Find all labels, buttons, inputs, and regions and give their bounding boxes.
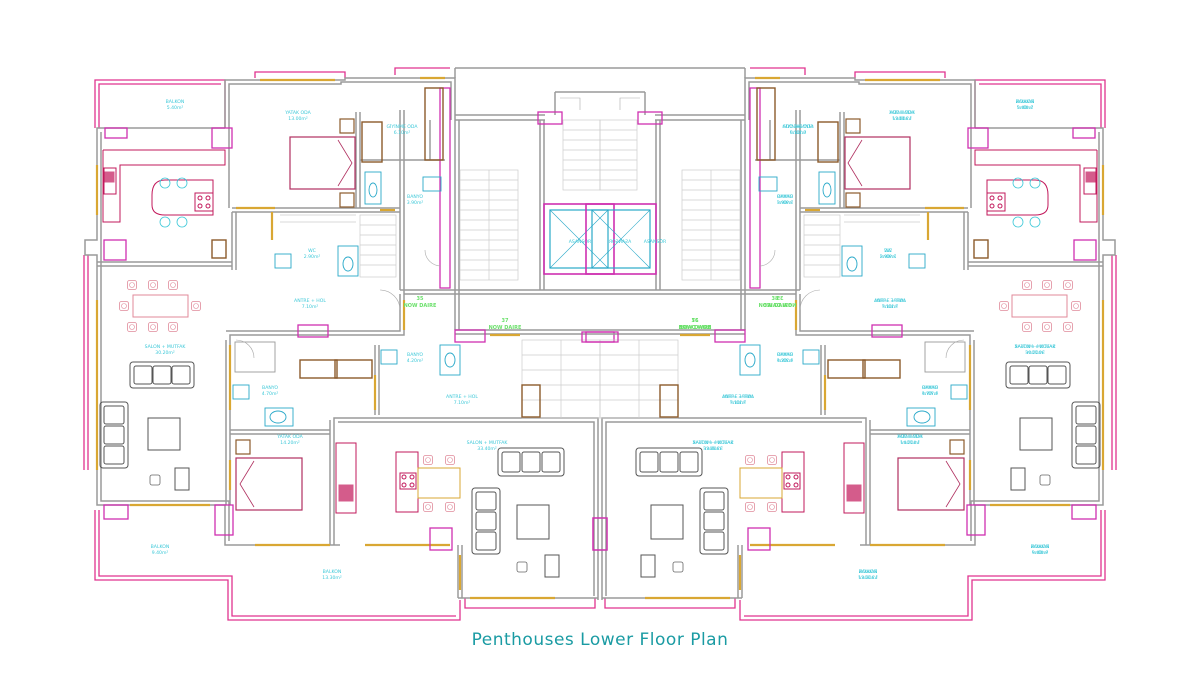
room-label-giyinme: GİYİNME ODA — [386, 123, 418, 130]
bar-stools — [159, 177, 188, 228]
unit-text-37: NOW DAIRE — [489, 325, 522, 331]
room-area-wc: 2.90m² — [304, 254, 321, 260]
room-label-banyo-side-r: BANYO — [922, 385, 938, 391]
room-area-salon-mid-r: 33.40m² — [703, 446, 723, 452]
unit-number-38: 38 — [772, 296, 779, 302]
living-furniture — [99, 361, 565, 578]
room-label-antre-mid-r: ANTRE + HOL — [722, 394, 754, 400]
room-label-banyo-side: BANYO — [262, 385, 278, 391]
room-area-giyinme: 6.10m² — [394, 130, 411, 136]
room-label-balkon-mid: BALKON — [323, 569, 342, 575]
room-label-yatak-mid-r: YATAK ODA — [896, 434, 923, 440]
room-area-salon-mid: 33.40m² — [477, 446, 497, 452]
column-markers — [103, 87, 615, 551]
unit-text-35: NOW DAIRE — [404, 303, 437, 309]
room-area-banyo-top-r: 3.90m² — [777, 200, 794, 206]
room-label-asansor: ASANSÖR — [569, 238, 592, 245]
room-label-antre-mid: ANTRE + HOL — [446, 394, 478, 400]
room-label-antre-top-r: ANTRE + HOL — [874, 298, 906, 304]
balcony-outlines — [83, 67, 596, 621]
room-area-balkon-mid-r: 13.30m² — [858, 575, 878, 581]
room-area-banyo-top: 3.90m² — [407, 200, 424, 206]
unit-number-37: 37 — [502, 318, 509, 324]
room-area-giyinme-r: 6.10m² — [790, 130, 807, 136]
room-label-banyo-top: BANYO — [407, 194, 423, 200]
room-label-balkon-side: BALKON — [151, 544, 170, 550]
room-area-salon-side: 30.20m² — [155, 350, 175, 356]
plan-caption: Penthouses Lower Floor Plan — [471, 630, 729, 650]
sanitary-fixtures — [232, 171, 461, 427]
room-area-balkon-side: 9.40m² — [152, 550, 169, 556]
room-area-salon-side-r: 30.20m² — [1025, 350, 1045, 356]
room-area-banyo-side-r: 4.70m² — [922, 391, 939, 397]
room-label-yatak-mid: YATAK ODA — [276, 434, 303, 440]
room-label-balkon-top: BALKON — [166, 99, 185, 105]
dining-table-left — [119, 280, 461, 512]
left-wing-plan: BALKON 5.40m² YATAK ODA 13.00m² GİYİNME … — [83, 67, 615, 621]
room-area-antre-top: 7.10m² — [302, 304, 319, 310]
wardrobes — [211, 87, 541, 418]
room-label-salon-mid-r: SALON + MUTFAK — [693, 440, 735, 446]
room-label-salon-side: SALON + MUTFAK — [145, 344, 187, 350]
room-label-banyo-mid: BANYO — [407, 352, 423, 358]
room-label-antre-top: ANTRE + HOL — [294, 298, 326, 304]
right-wing-plan — [265, 68, 1116, 620]
room-area-antre-mid-r: 7.10m² — [730, 400, 747, 406]
room-label-balkon-top-r: BALKON — [1016, 99, 1035, 105]
room-area-yatak-top: 13.00m² — [288, 116, 308, 122]
room-label-wc-r: WC — [884, 248, 892, 254]
room-area-wc-r: 2.90m² — [880, 254, 897, 260]
room-label-asansor-r: ASANSÖR — [644, 238, 667, 245]
room-area-yatak-mid: 14.20m² — [280, 440, 300, 446]
room-label-balkon-mid-r: BALKON — [859, 569, 878, 575]
room-area-balkon-top: 5.40m² — [167, 105, 184, 111]
room-area-banyo-mid-r: 4.20m² — [777, 358, 794, 364]
room-label-yatak-top-r: YATAK ODA — [888, 110, 915, 116]
room-area-balkon-side-r: 9.40m² — [1032, 550, 1049, 556]
room-area-yatak-top-r: 13.00m² — [892, 116, 912, 122]
unit-text-38: NOW DAIRE — [759, 303, 792, 309]
unit-text-36: NOW DAIRE — [679, 325, 712, 331]
unit-number-35: 35 — [417, 296, 424, 302]
room-area-balkon-mid: 13.30m² — [322, 575, 342, 581]
room-labels-right: BALKON 5.40m² YATAK ODA 13.00m² GİYİNME … — [644, 99, 1057, 581]
room-labels-left: BALKON 5.40m² YATAK ODA 13.00m² GİYİNME … — [145, 99, 592, 581]
room-area-antre-top-r: 7.10m² — [882, 304, 899, 310]
unit-number-36: 36 — [692, 318, 699, 324]
room-area-banyo-side: 4.70m² — [262, 391, 279, 397]
door-swings — [235, 97, 581, 359]
windows — [95, 76, 555, 600]
room-area-antre-mid: 7.10m² — [454, 400, 471, 406]
room-label-banyo-top-r: BANYO — [777, 194, 793, 200]
room-area-yatak-mid-r: 14.20m² — [900, 440, 920, 446]
room-label-giyinme-r: GİYİNME ODA — [782, 123, 814, 130]
room-label-yatak-top: YATAK ODA — [284, 110, 311, 116]
elevator-shaft — [543, 203, 615, 275]
room-label-salon-side-r: SALON + MUTFAK — [1015, 344, 1057, 350]
room-area-banyo-mid: 4.20m² — [407, 358, 424, 364]
room-label-banyo-mid-r: BANYO — [777, 352, 793, 358]
beds — [235, 118, 356, 511]
room-area-balkon-top-r: 5.40m² — [1017, 105, 1034, 111]
room-label-balkon-side-r: BALKON — [1031, 544, 1050, 550]
room-label-wc: WC — [308, 248, 316, 254]
room-label-salon-mid: SALON + MUTFAK — [467, 440, 509, 446]
